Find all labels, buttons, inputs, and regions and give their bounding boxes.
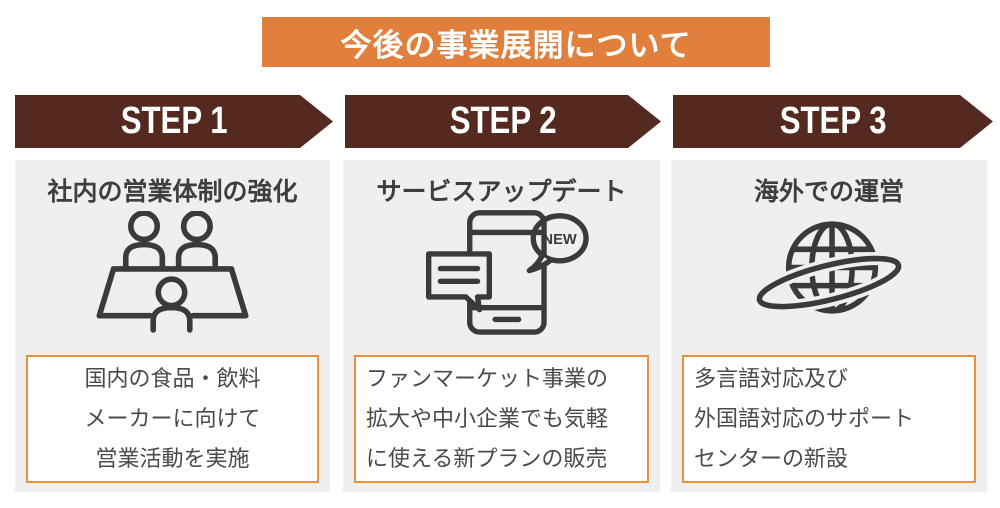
step3-description-line: 外国語対応のサポート xyxy=(694,406,915,431)
new-badge: NEW xyxy=(543,232,577,248)
page-title: 今後の事業展開について xyxy=(340,27,692,63)
step1-arrow-label: STEP 1 xyxy=(120,100,228,142)
step3-description-box: 多言語対応及び 外国語対応のサポート センターの新設 xyxy=(682,355,976,483)
globe-orbit-icon-svg xyxy=(753,221,905,314)
step2-description-line: ファンマーケット事業の xyxy=(366,366,609,391)
step3-card: 海外での運営 多言語対応及び 外国語対応のサポート センタ xyxy=(671,160,987,492)
step2-description-line: 拡大や中小企業でも気軽 xyxy=(366,406,609,431)
step3-description-line: 多言語対応及び xyxy=(694,366,849,391)
meeting-people-icon xyxy=(15,209,330,335)
step1-description-box: 国内の食品・飲料 メーカーに向けて 営業活動を実施 xyxy=(26,355,319,483)
step2-card: サービスアップデート NEW ファンマーケット事業の 拡大や中小企業 xyxy=(343,160,660,492)
step2-heading: サービスアップデート xyxy=(376,178,627,206)
step3-heading: 海外での運営 xyxy=(753,178,904,206)
smartphone-new-message-icon-svg: NEW xyxy=(425,210,589,335)
step3-arrow-label: STEP 3 xyxy=(779,100,887,142)
step1-description-line: 国内の食品・飲料 xyxy=(84,366,261,391)
title-banner: 今後の事業展開について xyxy=(262,17,770,67)
step2-arrow: STEP 2 xyxy=(345,95,661,148)
smartphone-new-message-icon: NEW xyxy=(343,209,660,335)
step2-description-box: ファンマーケット事業の 拡大や中小企業でも気軽 に使える新プランの販売 xyxy=(354,355,649,483)
step3-description-line: センターの新設 xyxy=(694,446,849,471)
step1-heading: 社内の営業体制の強化 xyxy=(47,178,298,206)
step1-description-line: 営業活動を実施 xyxy=(95,446,250,471)
step2-arrow-label: STEP 2 xyxy=(449,100,557,142)
meeting-people-icon-svg xyxy=(96,211,249,333)
step1-description-line: メーカーに向けて xyxy=(84,406,261,431)
step2-description-line: に使える新プランの販売 xyxy=(366,446,608,471)
step1-card: 社内の営業体制の強化 国内の食品・飲料 メーカーに向けて 営業活動を実施 xyxy=(15,160,330,492)
globe-orbit-icon xyxy=(671,209,987,335)
step1-arrow: STEP 1 xyxy=(15,95,333,148)
step3-arrow: STEP 3 xyxy=(673,95,993,148)
